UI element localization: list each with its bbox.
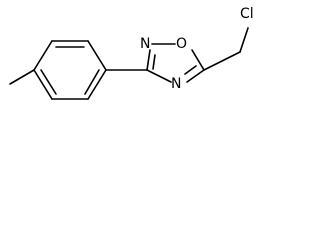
bond-ar3-ar4 bbox=[33, 40, 53, 71]
atom-cl-label: Cl bbox=[240, 6, 254, 22]
bond-ar6-ar1-inner bbox=[84, 69, 100, 95]
bond-ar4-ar5 bbox=[33, 69, 53, 100]
bond-ch2-cl bbox=[239, 27, 249, 53]
atom-n2-label: N bbox=[140, 36, 150, 52]
bond-n4-c3 bbox=[146, 69, 172, 83]
bond-ar4-methyl bbox=[9, 69, 35, 85]
bond-ar4-ar5-inner bbox=[40, 69, 57, 95]
atom-n4-label: N bbox=[171, 76, 181, 92]
bond-c5-n4-double bbox=[186, 69, 205, 83]
bond-c3-n2-double bbox=[146, 49, 151, 71]
atom-o1-label: O bbox=[176, 36, 187, 52]
bond-ar6-ar1 bbox=[87, 69, 107, 100]
bond-c5-n4-double-inner bbox=[184, 65, 197, 75]
bond-ar1-ar2 bbox=[87, 40, 107, 71]
bond-o1-c5 bbox=[191, 49, 205, 71]
bond-c5-ch2 bbox=[203, 51, 241, 71]
structure-diagram: N O N Cl bbox=[9, 6, 254, 100]
bond-c3-n2-double-inner bbox=[152, 54, 156, 70]
